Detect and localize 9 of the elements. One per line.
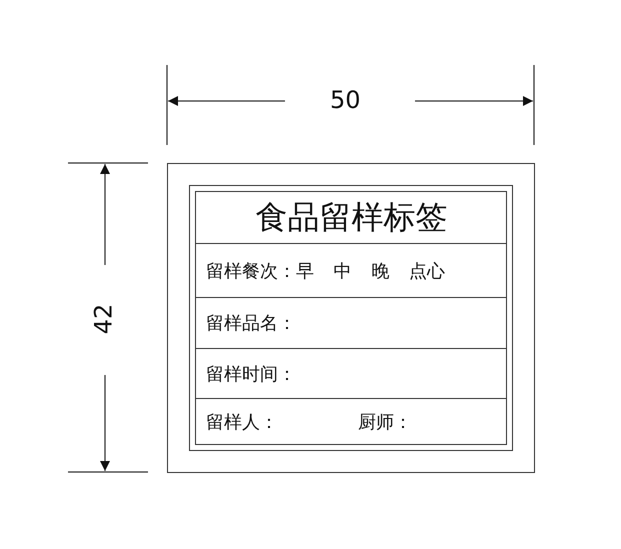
label-card <box>167 163 535 473</box>
dimension-text: 42 <box>89 304 118 334</box>
field-label: 留样人： <box>206 411 278 434</box>
field-label: 厨师： <box>358 411 412 434</box>
label-title: 食品留样标签 <box>256 196 448 238</box>
field-label: 留样时间： <box>206 362 296 386</box>
field-label: 留样品名： <box>206 312 296 335</box>
dimension-text: 50 <box>330 86 361 114</box>
field-label: 留样餐次：早 中 晚 点心 <box>206 260 446 282</box>
